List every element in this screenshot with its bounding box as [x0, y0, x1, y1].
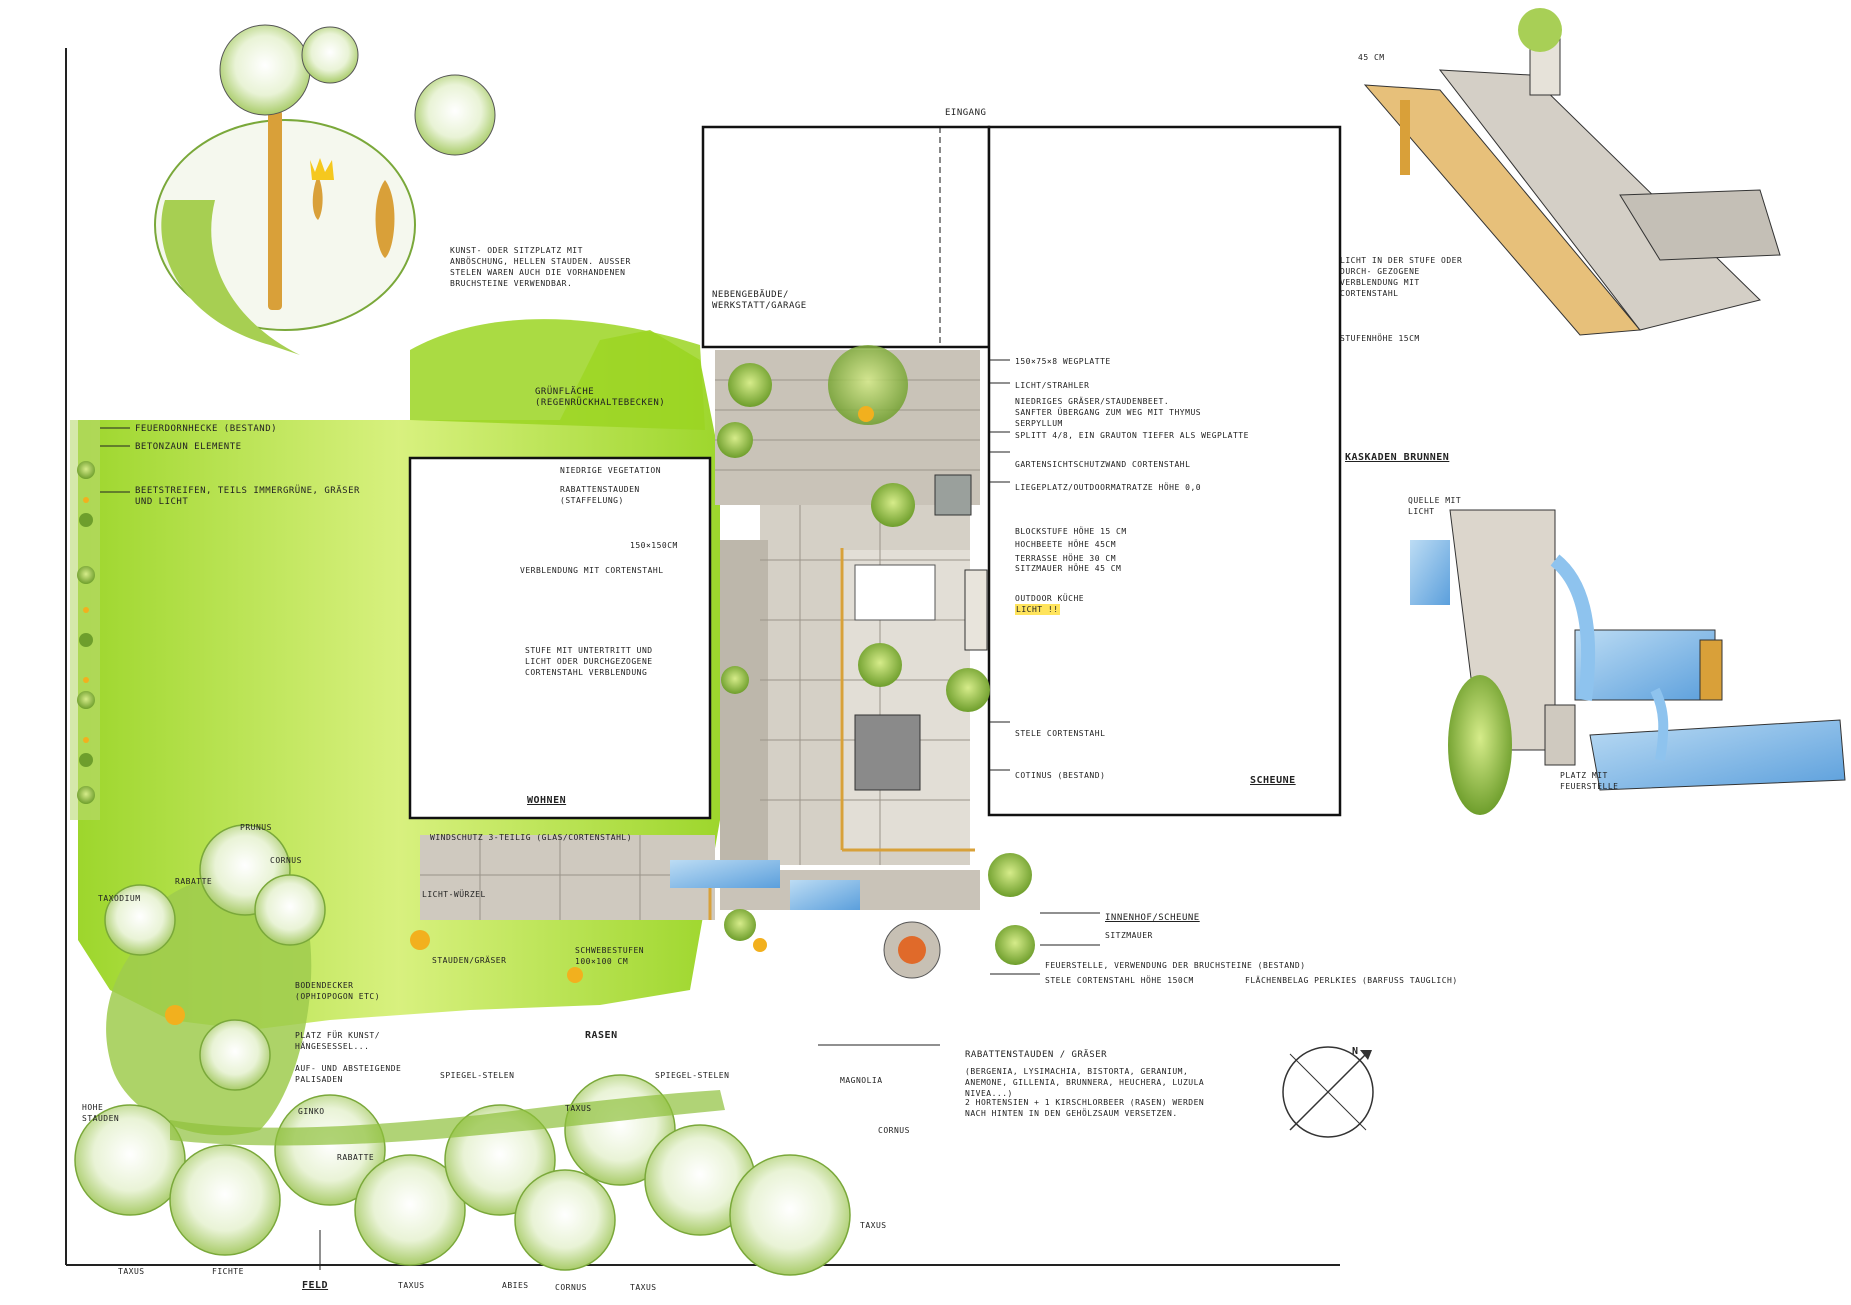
fountain-source-label: QUELLE MIT LICHT — [1408, 496, 1462, 516]
abies-label: ABIES — [502, 1281, 529, 1290]
detail-step-step-height: STUFENHÖHE 15CM — [1340, 334, 1420, 343]
fire-hedge-label: FEUERDORNHECKE (BESTAND) — [135, 424, 278, 434]
water-basin-2 — [790, 880, 860, 910]
mirror-steles-2-label: SPIEGEL-STELEN — [655, 1071, 730, 1080]
courtyard-label: INNENHOF/SCHEUNE — [1105, 913, 1200, 923]
taxus-b1-label: TAXUS — [118, 1267, 145, 1276]
detail-step-light-note: LICHT IN DER STUFE ODER DURCH- GEZOGENE … — [1340, 256, 1463, 298]
hydrangeas-label: 2 HORTENSIEN + 1 KIRSCHLORBEER (RASEN) W… — [965, 1098, 1205, 1118]
magnolia-label: MAGNOLIA — [840, 1076, 883, 1085]
leader-lines — [100, 359, 1100, 1270]
outbuilding-label: NEBENGEBÄUDE/ WERKSTATT/GARAGE — [712, 290, 807, 311]
taxus-b3-label: TAXUS — [630, 1283, 657, 1292]
rabatte-label: RABATTE — [175, 877, 213, 886]
lawn-patch-top — [410, 319, 705, 430]
rabatte-border — [170, 1090, 725, 1146]
green-area-label: GRÜNFLÄCHE (REGENRÜCKHALTEBECKEN) — [535, 387, 666, 408]
perennials-grasses-label: STAUDEN/GRÄSER — [432, 956, 507, 965]
bed-strip-plants — [77, 461, 95, 804]
outdoor-kitchen-label: OUTDOOR KÜCHE — [1015, 594, 1085, 603]
taxodium-label: TAXODIUM — [98, 894, 141, 903]
ginko-label: GINKO — [298, 1107, 325, 1116]
corten-facing-label: VERBLENDUNG MIT CORTENSTAHL — [520, 566, 664, 575]
taxus-b2-label: TAXUS — [398, 1281, 425, 1290]
north-compass — [1282, 1046, 1374, 1138]
light-excl-label: LICHT !! — [1015, 604, 1060, 615]
border-plants-list: (BERGENIA, LYSIMACHIA, BISTORTA, GERANIU… — [965, 1067, 1205, 1098]
border-perennials-label: RABATTENSTAUDEN (STAFFELUNG) — [560, 485, 640, 505]
mirror-steles-1-label: SPIEGEL-STELEN — [440, 1071, 515, 1080]
fireplace-label: FEUERSTELLE, VERWENDUNG DER BRUCHSTEINE … — [1045, 961, 1306, 970]
field-label: FELD — [302, 1280, 329, 1291]
seat-wall-label: SITZMAUER HÖHE 45 CM — [1015, 564, 1122, 573]
terrace-label: TERRASSE HÖHE 30 CM — [1015, 554, 1117, 563]
stele-label: STELE CORTENSTAHL — [1015, 729, 1106, 738]
living-label: WOHNEN — [527, 795, 567, 806]
bed-strips-label: BEETSTREIFEN, TEILS IMMERGRÜNE, GRÄSER U… — [135, 486, 360, 507]
detail-step-height-top: 45 CM — [1358, 53, 1385, 62]
cornus-b-label: CORNUS — [555, 1283, 587, 1292]
ground-cover-label: BODENDECKER (OPHIOPOGON ETC) — [295, 981, 381, 1001]
windscreen-label: WINDSCHUTZ 3-TEILIG (GLAS/CORTENSTAHL) — [430, 833, 633, 842]
light-label: LICHT/STRAHLER — [1015, 381, 1090, 390]
concrete-fence-label: BETONZAUN ELEMENTE — [135, 442, 242, 452]
entrance-label: EINGANG — [945, 108, 987, 118]
lounge-label: LIEGEPLATZ/OUTDOORMATRATZE HÖHE 0,0 — [1015, 483, 1202, 492]
raised-bed-label: HOCHBEETE HÖHE 45CM — [1015, 540, 1117, 549]
art-place-label: PLATZ FÜR KUNST/ HÄNGESESSEL... — [295, 1031, 381, 1051]
cornus-top-label: CORNUS — [270, 856, 302, 865]
cornus-right-label: CORNUS — [878, 1126, 910, 1135]
lawn-label: RASEN — [585, 1030, 618, 1041]
light-mood-label: LICHT-WÜRZEL — [422, 890, 486, 899]
low-grasses-label: NIEDRIGES GRÄSER/STAUDENBEET. SANFTER ÜB… — [1015, 397, 1202, 428]
cotinus-label: COTINUS (BESTAND) — [1015, 771, 1106, 780]
step-label: STUFE MIT UNTERTRITT UND LICHT ODER DURC… — [525, 646, 653, 677]
barn — [987, 125, 1342, 817]
gravel-surface-label: FLÄCHENBELAG PERLKIES (BARFUSS TAUGLICH) — [1245, 976, 1458, 985]
fountain-detail-drawing — [1410, 509, 1846, 815]
path-slab-label: 150×75×8 WEGPLATTE — [1015, 357, 1111, 366]
courtyard-shrubs — [410, 345, 1035, 983]
barn-label: SCHEUNE — [1250, 775, 1296, 786]
rabatte-bottom-label: RABATTE — [337, 1153, 375, 1162]
compass-north-label: N — [1352, 1046, 1359, 1057]
stele-corten-label: STELE CORTENSTAHL HÖHE 150CM — [1045, 976, 1194, 985]
low-vegetation-label: NIEDRIGE VEGETATION — [560, 466, 662, 475]
prunus-label: PRUNUS — [240, 823, 272, 832]
sculpture-seat-label: KUNST- ODER SITZPLATZ MIT ANBÖSCHUNG, HE… — [450, 246, 631, 288]
block-step-label: BLOCKSTUFE HÖHE 15 CM — [1015, 527, 1127, 536]
privacy-wall-label: GARTENSICHTSCHUTZWAND CORTENSTAHL — [1015, 460, 1191, 469]
taxus-mid-label: TAXUS — [565, 1104, 592, 1113]
border-plants-title: RABATTENSTAUDEN / GRÄSER — [965, 1050, 1108, 1060]
area-size-label: 150×150cm — [630, 541, 678, 550]
high-perennials-label: HOHE STAUDEN — [82, 1103, 120, 1123]
tree-belt — [74, 824, 851, 1276]
light-orb — [165, 1005, 185, 1025]
fichte-label: FICHTE — [212, 1267, 244, 1276]
fire-pit-flame — [898, 936, 926, 964]
step-detail-drawing — [1363, 8, 1781, 336]
floating-steps-label: SCHWEBESTUFEN 100×100 CM — [575, 946, 645, 966]
terrace-furniture — [854, 474, 988, 791]
fountain-fire-place-label: PLATZ MIT FEUERSTELLE — [1560, 771, 1619, 791]
palisades-label: AUF- UND ABSTEIGENDE PALISADEN — [295, 1064, 402, 1084]
sculpture-vignette — [154, 24, 496, 355]
outbuilding — [701, 125, 991, 349]
water-basin-1 — [670, 860, 780, 888]
seat-wall2-label: SITZMAUER — [1105, 931, 1153, 940]
cascade-title: KASKADEN BRUNNEN — [1345, 452, 1450, 463]
living-building — [408, 456, 712, 820]
gravel-label: SPLITT 4/8, EIN GRAUTON TIEFER ALS WEGPL… — [1015, 431, 1249, 440]
taxus-right-label: TAXUS — [860, 1221, 887, 1230]
